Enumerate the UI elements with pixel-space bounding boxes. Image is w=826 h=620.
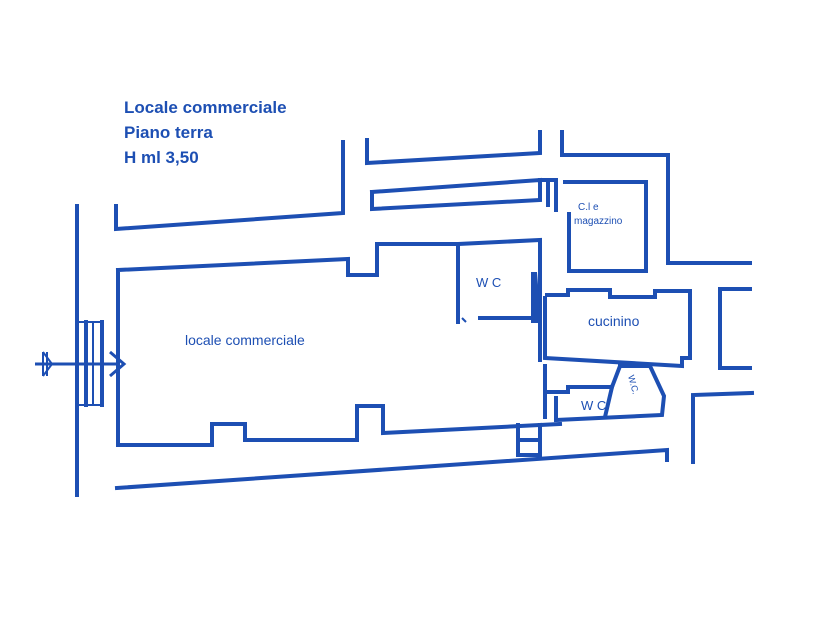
- wall-right-block: [718, 287, 752, 370]
- door-wc1-mark: [461, 317, 467, 323]
- wall-top-corridor: [114, 140, 345, 232]
- wall-storage-room: [563, 180, 648, 273]
- plan-title: Locale commerciale Piano terra H ml 3,50: [124, 95, 287, 170]
- wall-inner-strip-jamb: [538, 178, 558, 212]
- wall-wc3-divider: [602, 384, 615, 420]
- wall-wc-lower: [543, 363, 667, 423]
- wall-right-lower: [691, 390, 755, 464]
- wall-wc1: [455, 237, 542, 362]
- room-label-main: locale commerciale: [185, 332, 305, 348]
- room-label-wc3: W.C.: [626, 374, 641, 395]
- wall-bottom-tail: [537, 421, 563, 428]
- wall-kitchen: [543, 288, 692, 369]
- wall-bottom-inner: [516, 423, 542, 457]
- title-line-3: H ml 3,50: [124, 148, 199, 167]
- wall-top-right: [365, 130, 542, 166]
- room-label-storage-2: magazzino: [574, 216, 623, 227]
- room-label-kitchen: cucinino: [588, 313, 640, 329]
- title-line-2: Piano terra: [124, 123, 213, 142]
- wall-main-room: [115, 242, 543, 447]
- wall-inner-strip: [369, 177, 542, 212]
- wall-top-far-right: [560, 130, 752, 265]
- arrow-right-icon: [35, 350, 127, 378]
- title-line-1: Locale commerciale: [124, 98, 287, 117]
- room-label-wc2: W C: [581, 398, 606, 413]
- room-label-storage-1: C.l e: [578, 202, 599, 213]
- wall-bottom-outer: [114, 447, 669, 491]
- room-label-wc1: W C: [476, 275, 501, 290]
- door-wc1-thick: [531, 272, 541, 323]
